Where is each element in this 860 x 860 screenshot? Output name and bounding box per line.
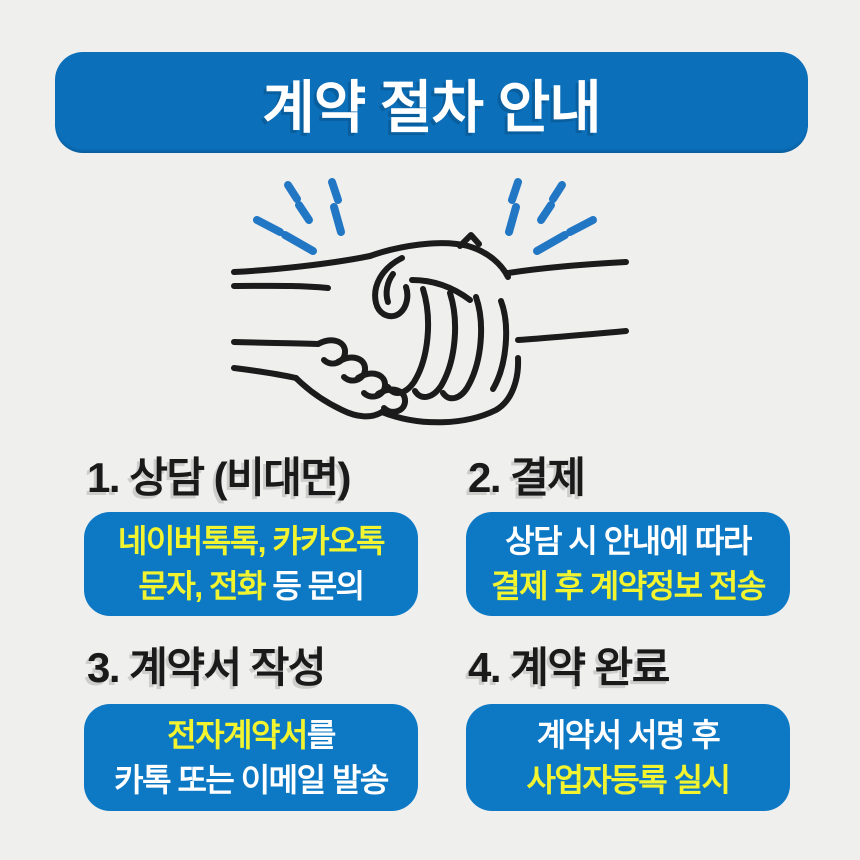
handshake-illustration <box>231 178 629 426</box>
step-box-line: 카톡 또는 이메일 발송 <box>114 758 389 803</box>
header-banner: 계약 절차 안내 <box>55 52 808 153</box>
step-box-line: 네이버톡톡, 카카오톡 <box>117 519 386 564</box>
plain-text: 등 문의 <box>264 568 365 604</box>
highlighted-text: 문자, 전화 <box>138 568 266 604</box>
page-title: 계약 절차 안내 <box>262 75 601 140</box>
highlighted-text: 네이버톡톡, 카카오톡 <box>117 523 386 559</box>
plain-text: 계약서 서명 후 <box>536 716 721 753</box>
plain-text: 를 <box>306 716 336 753</box>
step-box-line: 전자계약서를 <box>167 713 336 758</box>
sparkle-right-icon <box>505 178 597 255</box>
step-1-title: 1. 상담 (비대면) <box>87 454 352 501</box>
highlighted-text: 전자계약서 <box>167 716 308 753</box>
step-2-title: 2. 결제 <box>468 454 586 501</box>
handshake-hands <box>231 232 629 426</box>
step-box-line: 상담 시 안내에 따라 <box>505 519 752 564</box>
step-4-title: 4. 계약 완료 <box>468 644 670 691</box>
step-box-line: 계약서 서명 후 <box>536 713 721 758</box>
step-3-title: 3. 계약서 작성 <box>87 644 327 691</box>
plain-text: 카톡 또는 이메일 발송 <box>114 761 389 798</box>
step-box-line: 문자, 전화 등 문의 <box>138 564 365 609</box>
sparkle-left-icon <box>253 178 345 255</box>
highlighted-text: 결제 후 계약정보 전송 <box>491 568 766 604</box>
step-box-line: 결제 후 계약정보 전송 <box>491 564 766 609</box>
step-box-line: 사업자등록 실시 <box>526 758 731 803</box>
highlighted-text: 사업자등록 실시 <box>526 761 731 798</box>
plain-text: 상담 시 안내에 따라 <box>505 523 752 559</box>
